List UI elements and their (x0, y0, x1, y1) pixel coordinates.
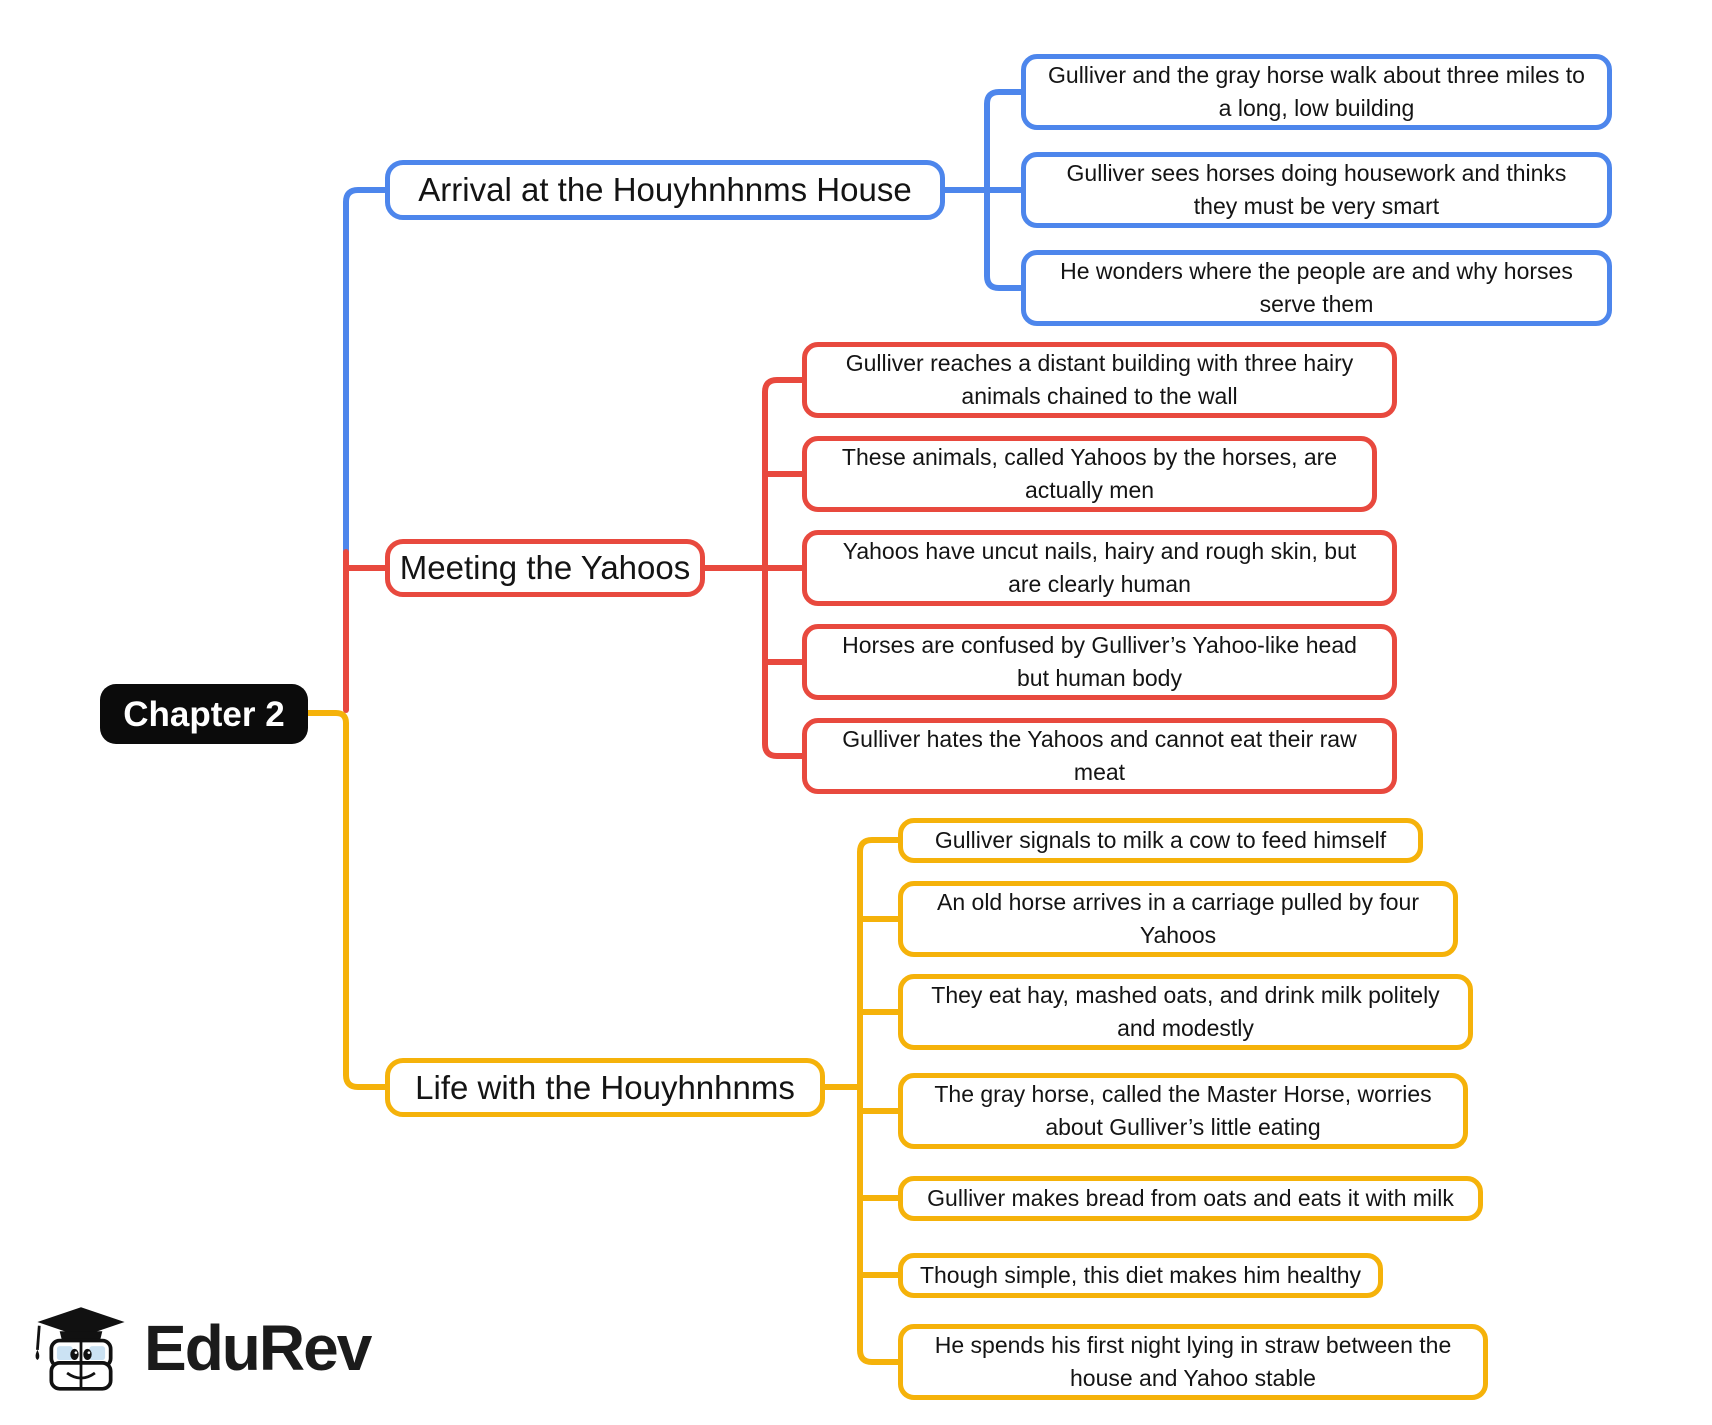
branch-node-arrival: Arrival at the Houyhnhnms House (385, 160, 945, 220)
child-node: Gulliver signals to milk a cow to feed h… (898, 818, 1423, 863)
child-node: Gulliver makes bread from oats and eats … (898, 1176, 1483, 1221)
branch-node-life-houyhnhnms: Life with the Houyhnhnms (385, 1058, 825, 1117)
child-node: Horses are confused by Gulliver’s Yahoo-… (802, 624, 1397, 700)
child-node: Gulliver and the gray horse walk about t… (1021, 54, 1612, 130)
child-node: Gulliver sees horses doing housework and… (1021, 152, 1612, 228)
child-node: Gulliver hates the Yahoos and cannot eat… (802, 718, 1397, 794)
child-node: He wonders where the people are and why … (1021, 250, 1612, 326)
child-node: Though simple, this diet makes him healt… (898, 1253, 1383, 1298)
child-node: They eat hay, mashed oats, and drink mil… (898, 974, 1473, 1050)
child-node: These animals, called Yahoos by the hors… (802, 436, 1377, 512)
child-node: He spends his first night lying in straw… (898, 1324, 1488, 1400)
edurev-logo: EduRev (30, 1298, 372, 1398)
yellow-branch-connectors (305, 710, 901, 1365)
edurev-mascot-icon (35, 1307, 125, 1391)
blue-branch-connectors (343, 89, 1024, 555)
child-node: An old horse arrives in a carriage pulle… (898, 881, 1458, 957)
child-node: The gray horse, called the Master Horse,… (898, 1073, 1468, 1149)
child-node: Gulliver reaches a distant building with… (802, 342, 1397, 418)
child-node: Yahoos have uncut nails, hairy and rough… (802, 530, 1397, 606)
red-branch-connectors (343, 377, 805, 759)
branch-node-meeting-yahoos: Meeting the Yahoos (385, 539, 705, 597)
edurev-brand-text: EduRev (144, 1312, 372, 1384)
root-node-chapter: Chapter 2 (100, 684, 308, 744)
